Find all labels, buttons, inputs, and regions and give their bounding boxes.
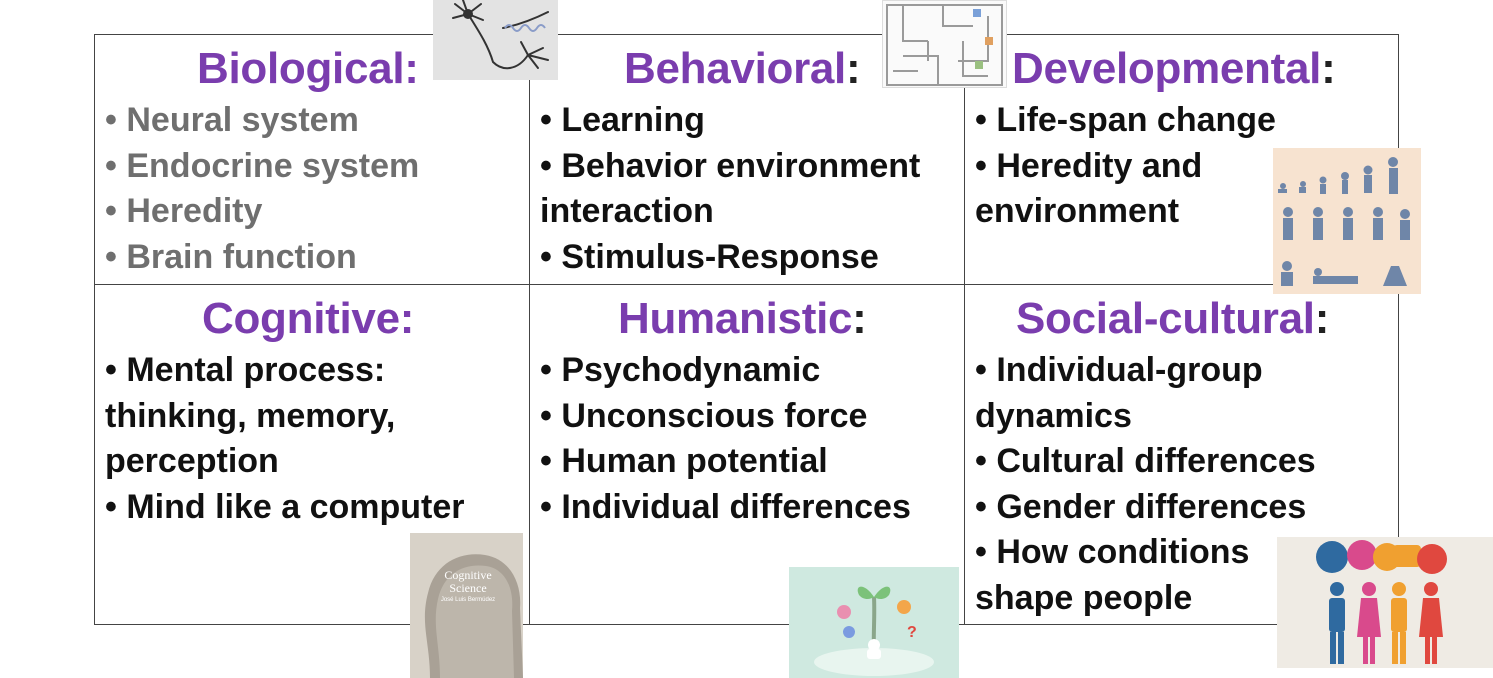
cell-title-developmental: Developmental:: [1012, 44, 1336, 94]
svg-text:?: ?: [907, 624, 917, 641]
list-item: • Brain function: [105, 237, 357, 276]
neuron-image: [433, 0, 558, 80]
list-item: • Individual differences: [540, 487, 911, 526]
item-list-cognitive: • Mental process: thinking, memory, perc…: [105, 348, 465, 530]
list-item: • Unconscious force: [540, 396, 868, 435]
column-divider: [529, 35, 530, 624]
title-text: Cognitive: [202, 294, 400, 343]
cognitive-science-book-image: Cognitive Science José Luis Bermúdez: [410, 533, 523, 678]
list-item: shape people: [975, 578, 1193, 617]
cell-title-social-cultural: Social-cultural:: [1016, 294, 1329, 344]
title-colon: :: [846, 44, 861, 93]
list-item: • Learning: [540, 101, 705, 139]
book-author: José Luis Bermúdez: [440, 597, 496, 603]
book-title-line2: Science: [449, 581, 487, 595]
list-item: • How conditions: [975, 533, 1250, 571]
title-colon: :: [852, 294, 867, 343]
row-divider: [95, 284, 1398, 285]
item-list-developmental: • Life-span change • Heredity and enviro…: [975, 98, 1276, 235]
list-item: • Mental process:: [105, 351, 386, 389]
perspectives-table: [94, 34, 1399, 625]
list-item: • Heredity: [105, 192, 263, 230]
list-item: • Cultural differences: [975, 442, 1316, 480]
title-text: Social-cultural: [1016, 294, 1315, 343]
list-item: perception: [105, 442, 279, 480]
maze-image: [882, 0, 1007, 88]
book-title-line1: Cognitive: [444, 568, 492, 582]
list-item: • Endocrine system: [105, 146, 420, 185]
list-item: • Stimulus-Response: [540, 237, 879, 276]
cell-title-humanistic: Humanistic:: [618, 294, 867, 344]
list-item: interaction: [540, 192, 714, 230]
title-text: Behavioral: [624, 44, 846, 93]
list-item: thinking, memory,: [105, 396, 396, 435]
item-list-humanistic: • Psychodynamic • Unconscious force • Hu…: [540, 348, 911, 530]
title-colon: :: [399, 294, 415, 343]
item-list-biological: • Neural system • Endocrine system • Her…: [105, 98, 419, 280]
title-colon: :: [1321, 44, 1336, 93]
title-text: Humanistic: [618, 294, 853, 343]
list-item: • Heredity and: [975, 146, 1203, 185]
column-divider: [964, 35, 965, 624]
social-people-image: [1277, 537, 1493, 668]
title-colon: :: [404, 44, 419, 93]
title-text: Biological: [197, 44, 405, 93]
list-item: • Life-span change: [975, 101, 1276, 139]
life-span-image: [1273, 148, 1421, 294]
list-item: • Behavior environment: [540, 146, 921, 185]
cell-title-cognitive: Cognitive:: [202, 294, 414, 344]
item-list-behavioral: • Learning • Behavior environment intera…: [540, 98, 920, 280]
cell-title-biological: Biological:: [197, 44, 419, 94]
list-item: environment: [975, 192, 1180, 230]
item-list-social-cultural: • Individual-group dynamics • Cultural d…: [975, 348, 1316, 621]
cell-title-behavioral: Behavioral:: [624, 44, 861, 94]
title-text: Developmental: [1012, 44, 1322, 93]
list-item: • Mind like a computer: [105, 487, 465, 526]
list-item: • Human potential: [540, 442, 828, 480]
humanistic-tree-image: ?: [789, 567, 959, 678]
list-item: • Gender differences: [975, 487, 1307, 526]
list-item: • Individual-group: [975, 351, 1263, 389]
title-colon: :: [1314, 294, 1330, 343]
list-item: • Neural system: [105, 101, 359, 139]
list-item: • Psychodynamic: [540, 351, 821, 389]
list-item: dynamics: [975, 396, 1132, 435]
